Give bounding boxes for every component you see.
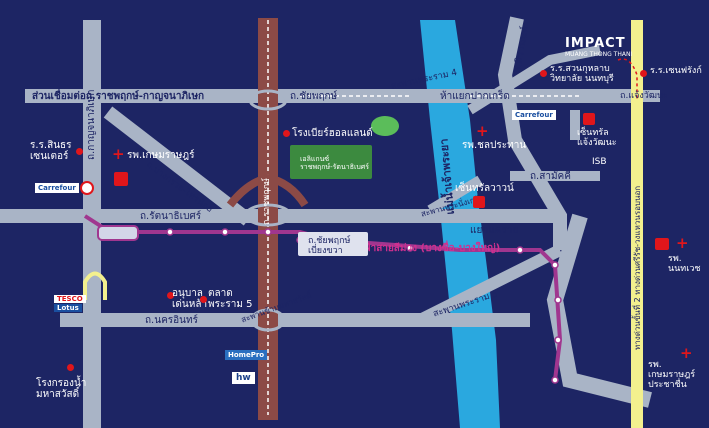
bigc-icon	[114, 172, 128, 186]
label-st-francis: ร.ร.เซนฟรังก์	[650, 66, 702, 76]
central-icon	[583, 113, 595, 125]
place-marker	[640, 70, 647, 77]
place-marker	[76, 148, 83, 155]
elegance-sign	[290, 145, 372, 179]
hw-logo: hw	[232, 372, 255, 384]
label-talad: ตลาด พระราม 5	[208, 288, 253, 310]
junction-box	[298, 232, 368, 256]
hospital-icon: +	[476, 122, 489, 140]
label-mahasawat-water: โรงกรองน้ำ มหาสวัสดิ์	[36, 378, 87, 400]
road-chaengwattana	[467, 45, 601, 115]
label-kae-rai: แยกแคราย	[470, 225, 519, 236]
label-beer-hall: โรงเบียร์ฮอลแลนด์	[292, 128, 373, 139]
label-hosp-kasemrad-left: รพ.เกษมราษฎร์	[127, 150, 195, 161]
road-diagonal	[103, 106, 253, 226]
label-nakhon-in: ถ.นครอินทร์	[145, 315, 198, 326]
place-marker	[283, 130, 290, 137]
label-satit: ร.ร.สวนกุหลาบ วิทยาลัย นนทบุรี	[550, 64, 614, 84]
label-chaiyaphruek-jn: ถ.ชัยพฤกษ์ เบี่ยงขวา	[308, 236, 351, 256]
label-anuban: อนุบาล เด่นหล้า	[172, 288, 208, 310]
road-to-bridge5	[417, 244, 563, 326]
tesco-logo: TESCO	[54, 295, 86, 303]
label-chaengwattana: ถ.แจ้งวัฒนะ	[620, 91, 668, 101]
lotus-logo: Lotus	[54, 304, 82, 312]
label-hosp-kasemrad-right: รพ. เกษมราษฎร์ ประชาชื่น	[648, 360, 696, 390]
label-purple-line: รถไฟฟ้าสายสีม่วง (บางซื่อ-บางใหญ่)	[340, 243, 501, 254]
label-kanchanaphisek: ถ.กาญจนาภิเษก	[86, 89, 97, 160]
carrefour-marker	[80, 181, 94, 195]
label-ratchaphruek: ถ.ราชพฤกษ์	[262, 177, 272, 225]
label-hosp-nonthavej: รพ. นนทเวช	[668, 254, 701, 274]
central-icon	[473, 196, 485, 208]
label-central-chaeng: เซ็นทรัล แจ้งวัฒนะ	[577, 128, 617, 148]
nonthavej-icon	[655, 238, 669, 250]
label-sinthorn: ร.ร.สินธร เซนเตอร์	[30, 140, 72, 162]
homepro-logo: HomePro	[225, 350, 268, 360]
place-marker	[200, 296, 207, 303]
place-marker	[67, 364, 74, 371]
label-samakkhi: ถ.สามัคคี	[530, 171, 571, 182]
label-hosp-chon: รพ.ชลประทาน	[462, 140, 527, 151]
hospital-icon: +	[112, 145, 125, 163]
brand-subtitle: MUANG THONG THANI	[565, 51, 633, 58]
place-marker	[167, 292, 174, 299]
hospital-icon: +	[676, 234, 689, 252]
road-sw	[546, 213, 652, 408]
lotus-arch-icon	[83, 271, 107, 300]
carrefour-logo-2: Carrefour	[512, 110, 556, 120]
carrefour-logo: Carrefour	[35, 183, 79, 193]
hospital-icon: +	[680, 344, 693, 362]
train-icon	[97, 225, 139, 241]
label-pak-kret-junction: ห้าแยกปากเกร็ด	[440, 91, 510, 102]
label-ratanathibet: ถ.รัตนาธิเบศร์	[140, 211, 202, 222]
park-icon	[371, 116, 399, 136]
road-diagonal2	[427, 175, 483, 215]
brand-title: IMPACT	[565, 36, 626, 51]
label-isb: ISB	[592, 157, 607, 167]
label-elegance: เอลิแกนซ์ ราชพฤกษ์-รัตนาธิเบศร์	[300, 155, 370, 171]
label-expressway: ทางด่วนขั้นที่ 2 ทางด่วนศรีรัช-วงแหวนรอบ…	[633, 185, 642, 350]
label-chaiyaphruek: ถ.ชัยพฤกษ์	[290, 91, 338, 102]
label-kanchanaphisek-link: ส่วนเชื่อมต่อถ.ราชพฤกษ์-กาญจนาภิเษก	[32, 91, 205, 102]
road-tiwanon	[497, 16, 567, 250]
label-central-westgate: เซ็นทรัลวาวน์	[455, 183, 514, 194]
place-marker	[540, 70, 547, 77]
impact-logo: IMPACT MUANG THONG THANI	[555, 34, 635, 58]
